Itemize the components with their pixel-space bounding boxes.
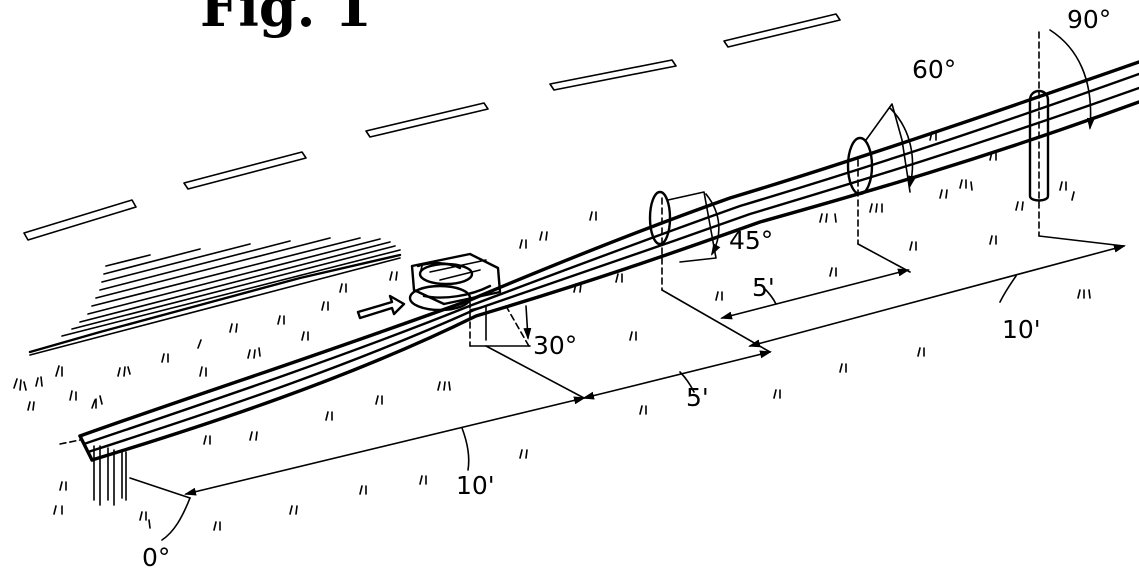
post-45 <box>648 190 721 291</box>
label-30-deg: 30° <box>533 331 577 360</box>
grass-tufts <box>13 131 1091 531</box>
guardrail-beam <box>59 60 1139 506</box>
road-edge <box>28 237 402 356</box>
label-10ft-back: 10' <box>1002 315 1041 344</box>
label-60-deg: 60° <box>912 55 956 84</box>
label-0-deg: 0° <box>142 543 170 572</box>
figure-title: Fig. 1 <box>200 0 372 39</box>
label-5ft-front: 5' <box>686 383 709 412</box>
label-90-deg: 90° <box>1067 5 1111 34</box>
post-30 <box>469 301 532 349</box>
label-5ft-back: 5' <box>752 273 775 302</box>
post-60 <box>846 103 917 245</box>
label-10ft-front: 10' <box>456 471 495 500</box>
lane-dashes <box>23 13 841 241</box>
dimension-lines <box>129 235 1126 541</box>
label-45-deg: 45° <box>729 226 773 255</box>
post-90 <box>1028 29 1095 237</box>
twisting-device <box>356 252 502 320</box>
